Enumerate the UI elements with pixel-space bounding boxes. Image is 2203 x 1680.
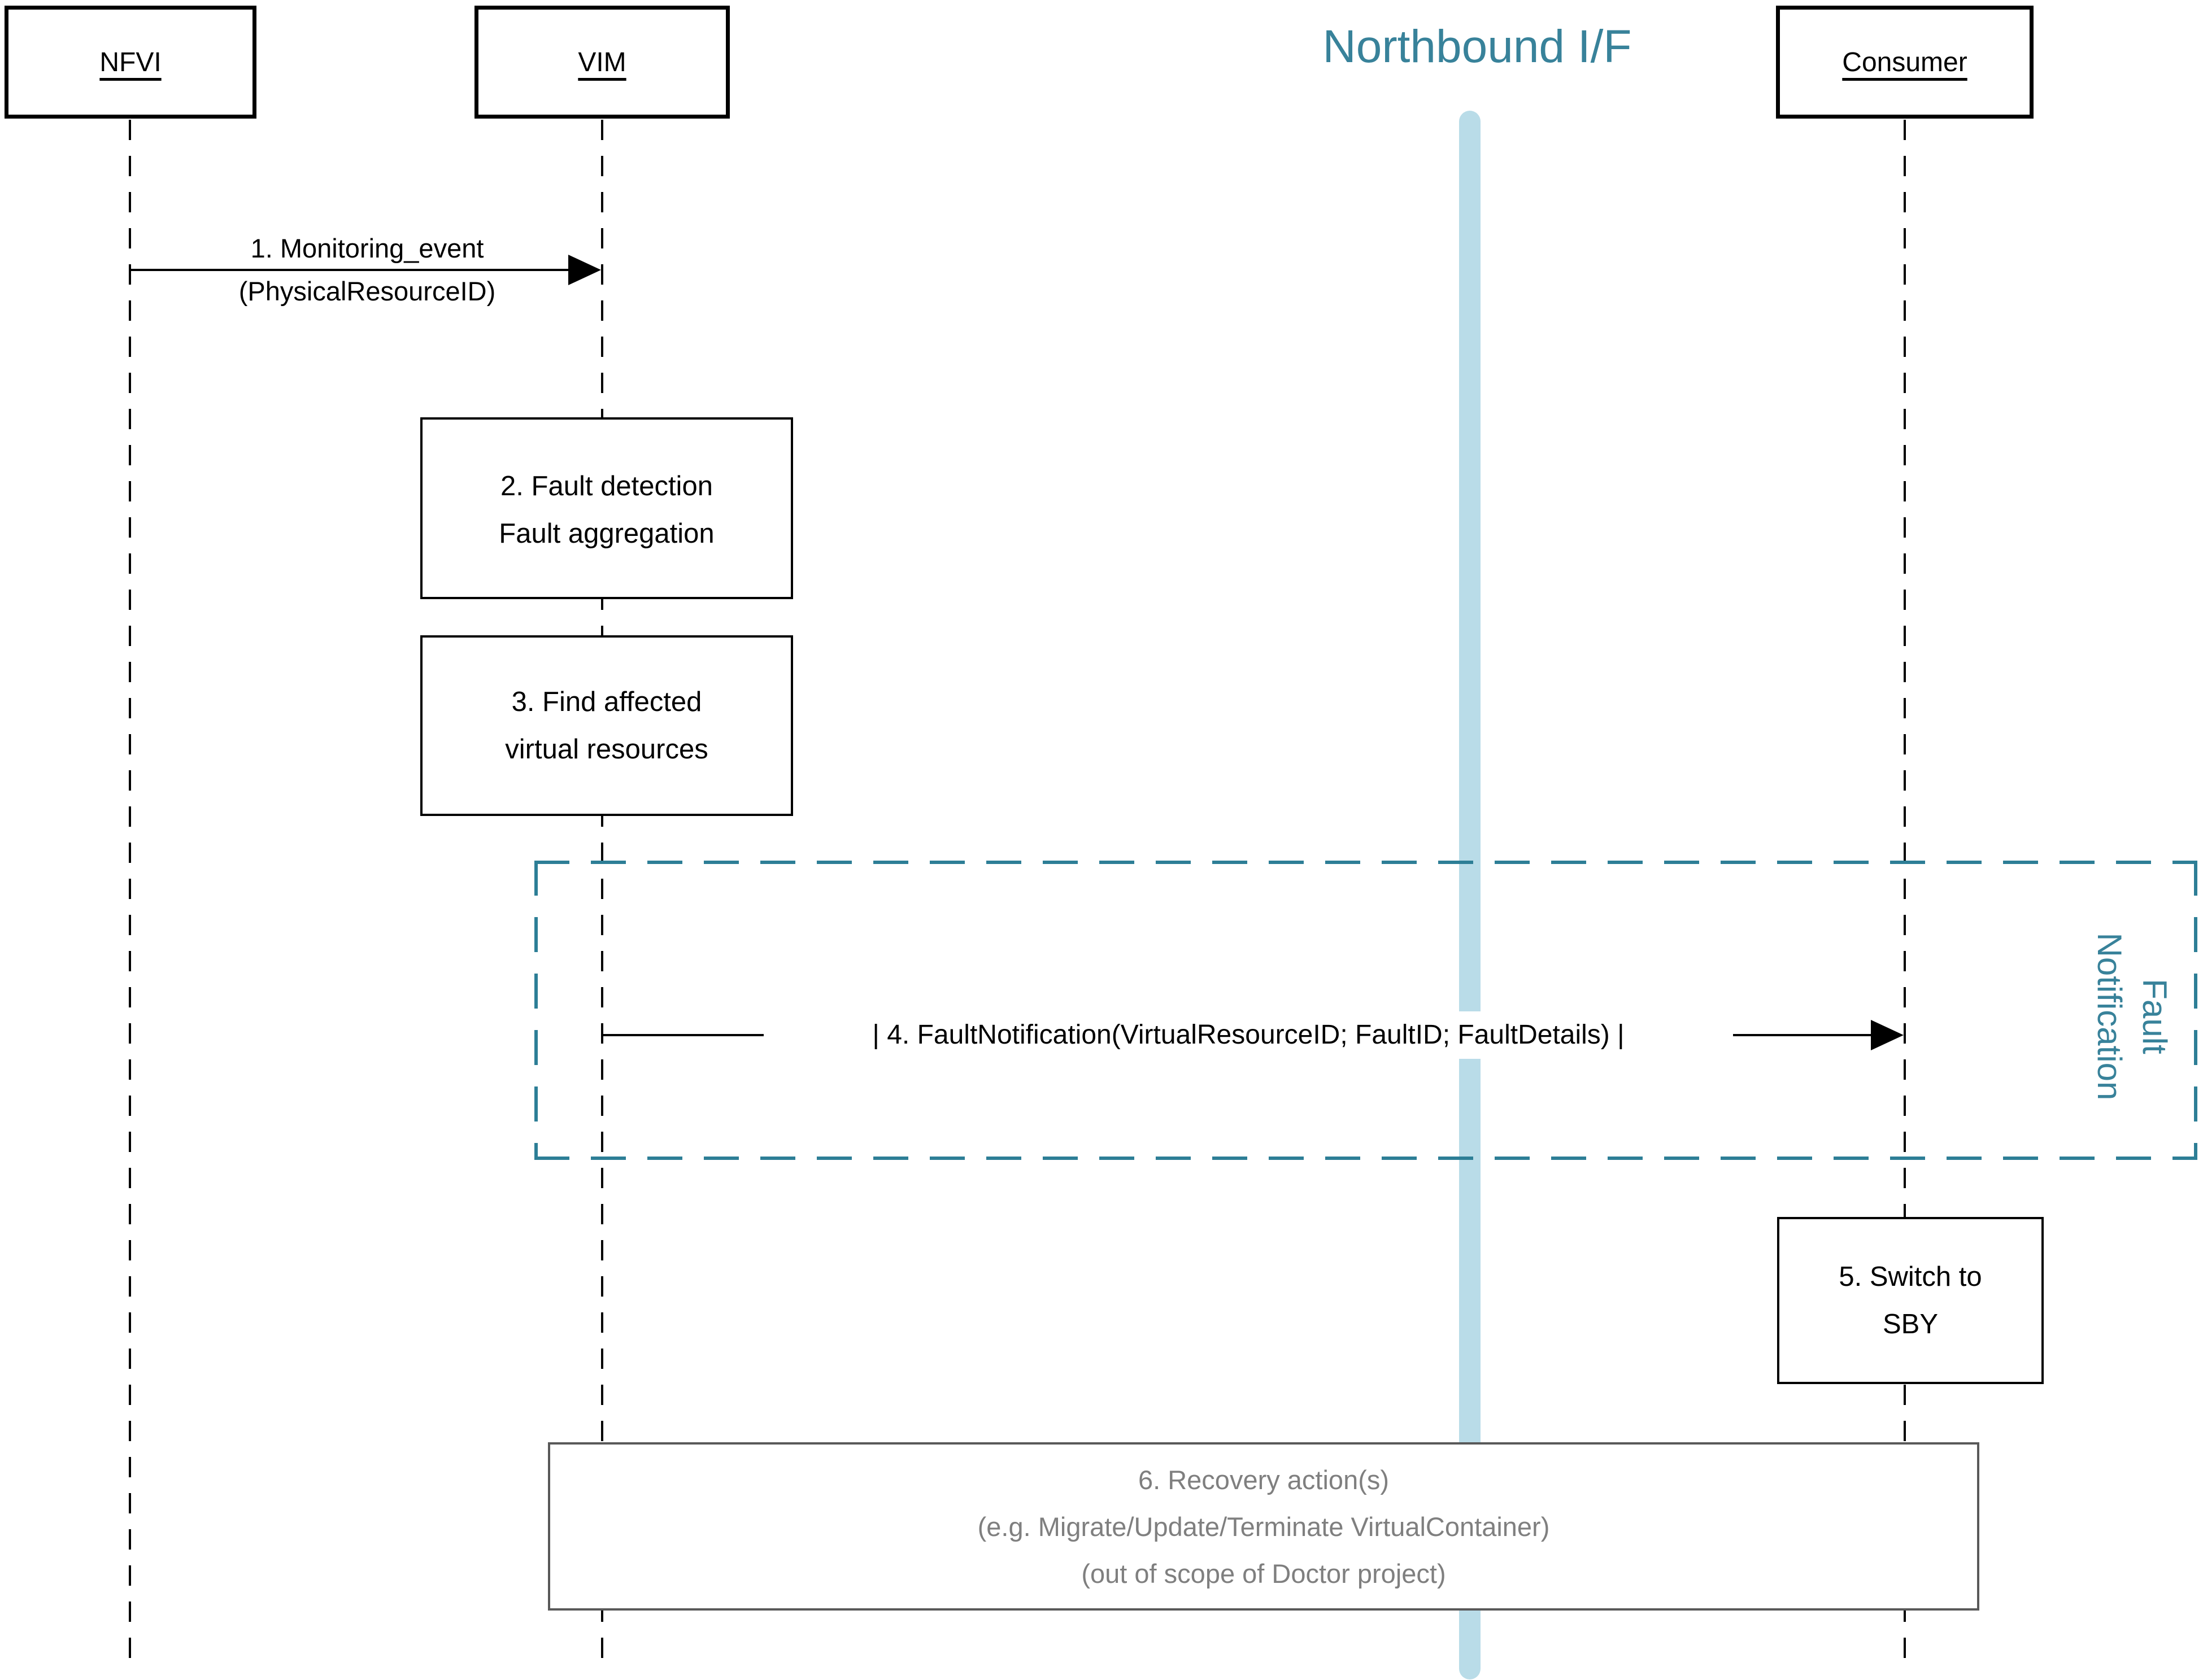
activity-box2-line1: 2. Fault detection — [500, 471, 713, 501]
northbound-lifeline-band — [1459, 111, 1481, 1679]
northbound-title: Northbound I/F — [1322, 21, 1632, 72]
fault-frame-label-line2: Notification — [2091, 932, 2128, 1101]
message1-label-line1: 1. Monitoring_event — [250, 233, 484, 263]
actor-label-nfvi: NFVI — [99, 47, 162, 77]
activity-box6-line2: (e.g. Migrate/Update/Terminate VirtualCo… — [977, 1511, 1550, 1542]
activity-box6-line3: (out of scope of Doctor project) — [1081, 1558, 1446, 1589]
lifeline-vim — [601, 120, 603, 1673]
fault-frame-label: Fault Notification — [2082, 898, 2177, 1135]
activity-box6-line1: 6. Recovery action(s) — [1138, 1464, 1390, 1495]
activity-box2-line2: Fault aggregation — [499, 518, 715, 549]
fault-frame-bottom-edge — [534, 1157, 2197, 1160]
message4-label: | 4. FaultNotification(VirtualResourceID… — [764, 1011, 1733, 1059]
fault-frame-top-edge — [534, 861, 2197, 864]
message1-label: 1. Monitoring_event (PhysicalResourceID) — [141, 227, 593, 313]
actor-box-nfvi: NFVI — [5, 6, 256, 119]
activity-box5-line2: SBY — [1882, 1309, 1939, 1339]
activity-box3-line1: 3. Find affected — [511, 687, 702, 717]
lifeline-nfvi — [129, 120, 131, 1673]
message1-label-line2: (PhysicalResourceID) — [238, 276, 496, 306]
message1-arrowhead-icon — [568, 255, 601, 285]
actor-label-consumer: Consumer — [1842, 47, 1967, 77]
activity-box5-line1: 5. Switch to — [1839, 1262, 1982, 1292]
activity-box3-line2: virtual resources — [505, 734, 708, 765]
actor-label-vim: VIM — [578, 47, 626, 77]
message4-arrowhead-icon — [1871, 1020, 1904, 1050]
activity-box-recovery-actions: 6. Recovery action(s) (e.g. Migrate/Upda… — [548, 1442, 1979, 1611]
fault-frame-right-edge — [2194, 861, 2197, 1160]
message1-line — [130, 269, 572, 271]
activity-box-switch-to-sby: 5. Switch to SBY — [1777, 1217, 2044, 1384]
actor-box-consumer: Consumer — [1776, 6, 2034, 119]
fault-frame-label-line1: Fault — [2136, 979, 2174, 1054]
activity-box-fault-detection: 2. Fault detection Fault aggregation — [420, 417, 793, 599]
fault-frame-left-edge — [534, 861, 538, 1160]
activity-box-find-affected: 3. Find affected virtual resources — [420, 635, 793, 816]
lifeline-consumer — [1904, 120, 1906, 1673]
actor-box-vim: VIM — [474, 6, 730, 119]
